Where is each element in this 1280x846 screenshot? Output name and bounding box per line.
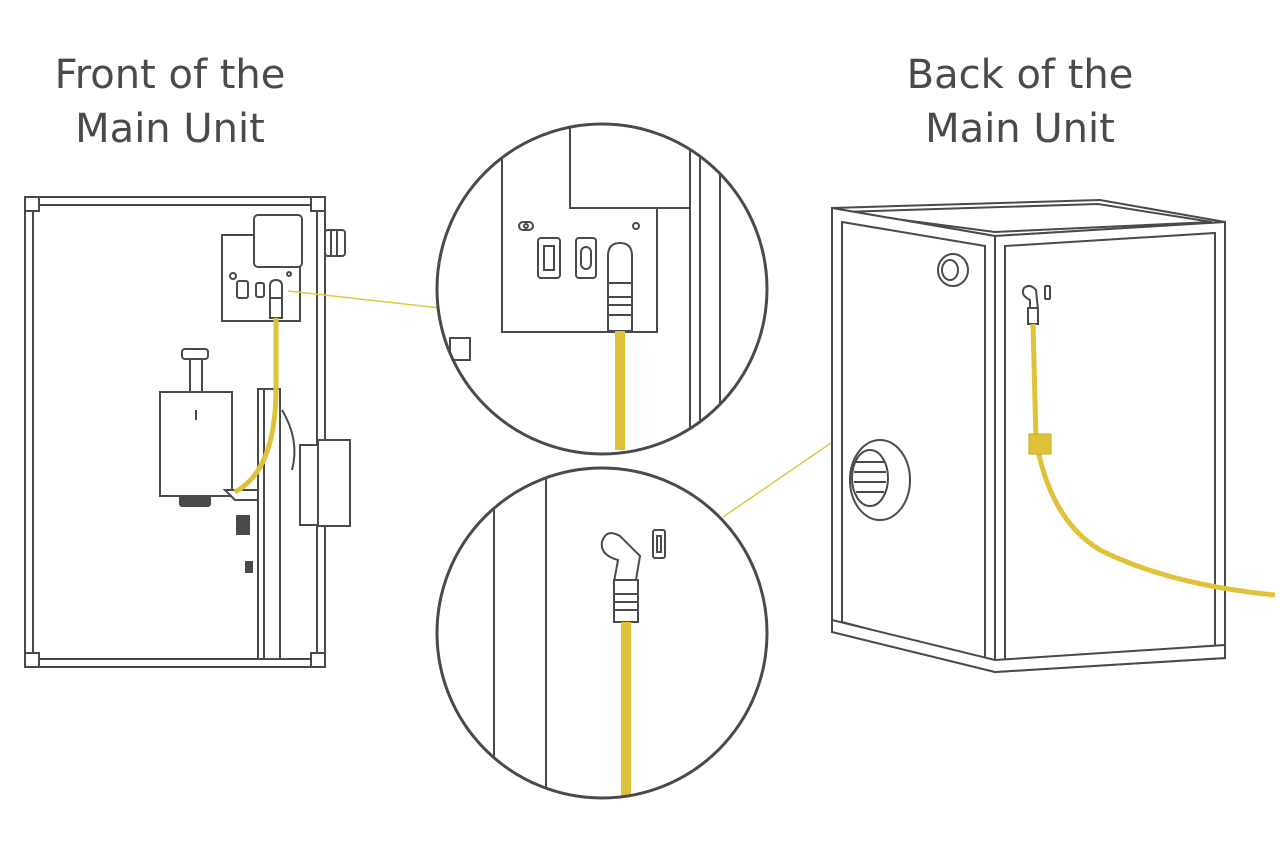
front-knob-small xyxy=(236,515,250,535)
back-cable xyxy=(1030,323,1276,598)
front-cable xyxy=(233,318,279,495)
front-bracket xyxy=(222,489,259,501)
back-left-face xyxy=(831,206,996,674)
front-vertical-post xyxy=(257,388,281,660)
zoom-panel-dot xyxy=(632,222,640,230)
zoom-edge-tab xyxy=(449,337,471,361)
zoom-panel-block xyxy=(569,124,691,209)
zoom-circle-bottom-border xyxy=(435,466,769,800)
front-panel-dot xyxy=(286,271,292,277)
back-vent xyxy=(849,439,911,521)
front-inner-frame xyxy=(32,204,318,660)
front-panel-block xyxy=(253,214,303,268)
zoom-plug-sleeve xyxy=(607,282,633,332)
leader-line-front xyxy=(287,290,441,309)
front-title: Front of the Main Unit xyxy=(20,48,320,156)
zoom-circle-top-border xyxy=(435,122,769,456)
front-unit-illustration xyxy=(24,196,351,668)
front-corner-bl xyxy=(24,652,40,668)
back-title-line2: Main Unit xyxy=(925,106,1115,152)
front-wire xyxy=(281,409,296,471)
front-indicator-led xyxy=(229,272,237,280)
front-title-line2: Main Unit xyxy=(75,106,265,152)
front-corner-br xyxy=(310,652,326,668)
zoom-usb-a-port xyxy=(537,237,561,279)
back-title-line1: Back of the xyxy=(906,52,1134,98)
back-base xyxy=(831,618,1226,674)
front-corner-tr xyxy=(310,196,326,212)
front-plug xyxy=(269,278,283,299)
front-corner-tl xyxy=(24,196,40,212)
front-side-knob xyxy=(324,229,346,257)
front-side-box xyxy=(317,439,351,527)
zoom-back-port xyxy=(652,529,666,559)
back-title: Back of the Main Unit xyxy=(870,48,1170,156)
zoom-back-plug xyxy=(600,532,642,584)
front-usb-a-port xyxy=(236,280,249,299)
front-plug-sleeve xyxy=(269,297,283,319)
dispenser-body xyxy=(159,391,233,497)
back-plug-sleeve xyxy=(1027,307,1039,325)
dispenser-cap xyxy=(181,348,209,360)
back-port xyxy=(1044,285,1051,300)
zoom-plug xyxy=(607,241,633,284)
zoom-usb-c-port xyxy=(575,237,597,279)
back-plug xyxy=(1021,284,1040,314)
back-cable-ferrite xyxy=(1028,433,1052,455)
front-title-line1: Front of the xyxy=(54,52,286,98)
front-clip xyxy=(245,561,253,573)
front-side-panel xyxy=(299,444,319,526)
back-unit-illustration xyxy=(831,198,1226,674)
zoom-circle-front-ports xyxy=(435,122,769,456)
dispenser-stem xyxy=(189,358,203,394)
zoom-circle-back-port xyxy=(435,466,769,800)
front-usb-c-port xyxy=(255,282,265,298)
front-knob-dark xyxy=(179,495,211,507)
